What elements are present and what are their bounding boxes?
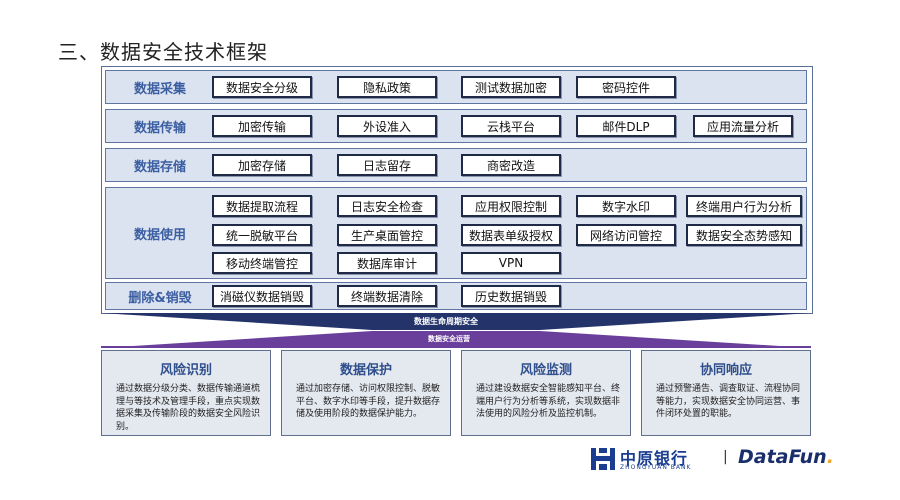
bank-name-en: ZHONGYUAN BANK [620,464,692,471]
cell-item: 数据安全分级 [212,76,312,98]
cell-item: 数据表单级授权 [461,224,561,246]
logo-separator: | [723,449,728,465]
row-deletion: 删除&销毁 消磁仪数据销毁 终端数据清除 历史数据销毁 [105,282,807,310]
row-label: 数据使用 [133,227,186,243]
row-label: 数据采集 [133,81,186,97]
row-transmission: 数据传输 加密传输 外设准入 云栈平台 邮件DLP 应用流量分析 [105,109,807,143]
card-body: 通过建设数据安全智能感知平台、终端用户行为分析等系统，实现数据非法使用的风险分析… [476,384,621,419]
cell-item: 消磁仪数据销毁 [212,285,312,307]
row-usage: 数据使用 数据提取流程 日志安全检查 应用权限控制 数字水印 终端用户行为分析 … [105,187,807,279]
cell-item: 日志安全检查 [337,195,437,217]
ops-band-label: 数据安全运营 [428,335,470,343]
row-label: 数据传输 [133,120,186,136]
cell-item: 测试数据加密 [461,76,561,98]
row-storage: 数据存储 加密存储 日志留存 商密改造 [105,148,807,182]
cell-item: 云栈平台 [461,115,561,137]
cell-item: 外设准入 [337,115,437,137]
cell-item: 密码控件 [576,76,676,98]
card-body: 通过数据分级分类、数据传输通道梳理与等技术及管理手段，重点实现数据采集及传输阶段… [116,384,261,432]
cell-item: 应用权限控制 [461,195,561,217]
row-label: 数据存储 [133,159,186,175]
bank-name-cn: 中原银行 [620,449,689,468]
cell-item: 生产桌面管控 [337,224,437,246]
row-collection: 数据采集 数据安全分级 隐私政策 测试数据加密 密码控件 [105,70,807,104]
card-title: 数据保护 [339,363,392,378]
card-title: 风险监测 [519,363,572,378]
card-body: 通过预警通告、调查取证、流程协同等能力，实现数据安全协同运营、事件闭环处置的职能… [656,384,801,419]
bank-emblem-icon [591,448,615,470]
cell-item: 数字水印 [576,195,676,217]
datafun-logo-dot: . [826,446,834,468]
card-coordinated-response: 协同响应 通过预警通告、调查取证、流程协同等能力，实现数据安全协同运营、事件闭环… [641,350,811,436]
cell-item: 邮件DLP [576,115,676,137]
framework-frame: 数据采集 数据安全分级 隐私政策 测试数据加密 密码控件 数据传输 加密传输 外… [101,66,813,314]
datafun-logo-text: DataFun [738,446,827,468]
cell-item: 应用流量分析 [693,115,793,137]
cell-item: 加密传输 [212,115,312,137]
card-body: 通过加密存储、访问权限控制、脱敏平台、数字水印等手段，提升数据存储及使用阶段的数… [296,384,441,419]
cell-item: 数据提取流程 [212,195,312,217]
cell-item: 加密存储 [212,154,312,176]
card-data-protection: 数据保护 通过加密存储、访问权限控制、脱敏平台、数字水印等手段，提升数据存储及使… [281,350,451,436]
datafun-logo: DataFun. [738,446,834,468]
cell-item: 隐私政策 [337,76,437,98]
cell-item: 历史数据销毁 [461,285,561,307]
row-label: 删除&销毁 [128,290,192,306]
cell-item: VPN [461,252,561,274]
cell-item: 商密改造 [461,154,561,176]
cell-item: 终端数据清除 [337,285,437,307]
page-title: 三、数据安全技术框架 [58,40,268,64]
card-title: 协同响应 [699,363,752,378]
zhongyuan-bank-logo: 中原银行 ZHONGYUAN BANK [590,445,718,473]
card-title: 风险识别 [159,363,212,378]
cell-item: 网络访问管控 [576,224,676,246]
cell-item: 移动终端管控 [212,252,312,274]
cell-item: 数据安全态势感知 [686,224,802,246]
cell-item: 日志留存 [337,154,437,176]
cell-item: 终端用户行为分析 [686,195,802,217]
cell-item: 统一脱敏平台 [212,224,312,246]
cell-item: 数据库审计 [337,252,437,274]
lifecycle-band-label: 数据生命周期安全 [414,317,478,326]
card-risk-identification: 风险识别 通过数据分级分类、数据传输通道梳理与等技术及管理手段，重点实现数据采集… [101,350,271,436]
card-risk-monitoring: 风险监测 通过建设数据安全智能感知平台、终端用户行为分析等系统，实现数据非法使用… [461,350,631,436]
